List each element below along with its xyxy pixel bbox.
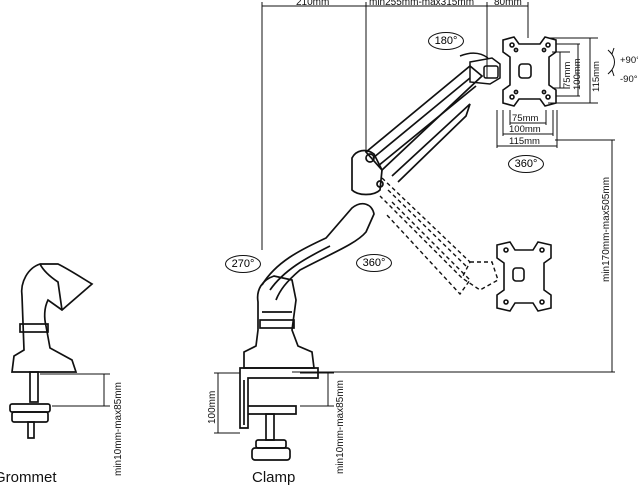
desk-clamp <box>239 367 319 461</box>
tilt-down-label: -90° <box>620 74 638 85</box>
rotation-elbow-label: 360° <box>356 254 392 272</box>
dim-vesa-75-horizontal: 75mm <box>512 113 539 124</box>
dim-top-right: 80mm <box>494 0 522 8</box>
lower-arm <box>261 202 375 301</box>
rotation-screen-label: 360° <box>508 155 544 173</box>
grommet-mount <box>9 263 94 439</box>
caption-grommet: Grommet <box>0 469 57 486</box>
upper-arm-raised <box>364 64 484 183</box>
clamp-post <box>243 275 315 369</box>
tilt-head-upper <box>459 52 501 85</box>
dim-top-middle: min255mm-max315mm <box>369 0 475 8</box>
caption-clamp: Clamp <box>252 469 296 486</box>
dim-vesa-100-vertical: 100mm <box>572 58 583 90</box>
tilt-arrow-icon <box>609 51 615 73</box>
elbow-joint <box>351 149 384 196</box>
dim-vesa-115-vertical: 115mm <box>591 61 602 92</box>
vesa-plate-lower <box>496 241 552 312</box>
dim-vesa-115-horizontal: 115mm <box>509 136 540 147</box>
upper-arm-lowered-dashed <box>379 177 499 296</box>
dim-top-left: 210mm <box>296 0 330 8</box>
dim-vesa-100-horizontal: 100mm <box>509 124 541 135</box>
dim-clamp-height: 100mm <box>207 390 218 424</box>
dim-grommet-desk-thickness: min10mm-max85mm <box>113 382 124 476</box>
tilt-up-label: +90° <box>620 55 638 66</box>
rotation-base-label: 270° <box>225 255 261 273</box>
vesa-plate-upper <box>502 36 557 107</box>
rotation-head-label: 180° <box>428 32 464 50</box>
dim-clamp-desk-thickness: min10mm-max85mm <box>335 380 346 474</box>
dim-height-range: min170mm-max505mm <box>601 176 612 282</box>
